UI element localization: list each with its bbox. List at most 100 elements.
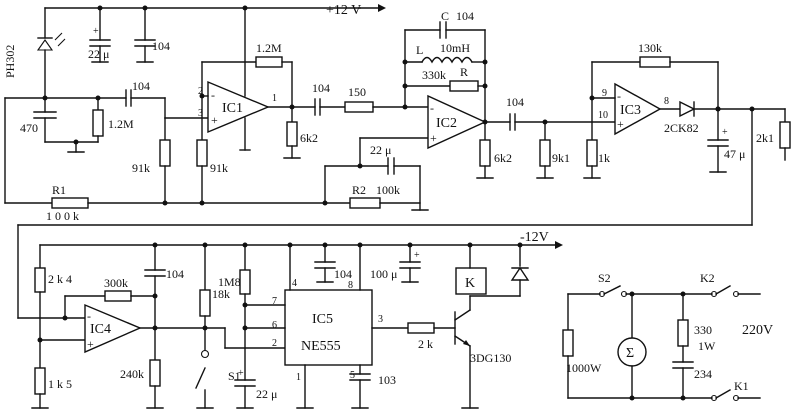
k2-label: K2 (700, 271, 715, 285)
svg-text:7: 7 (272, 296, 277, 307)
cfb-name: C (441, 9, 449, 23)
svg-text:3: 3 (198, 108, 203, 119)
svg-text:1: 1 (272, 93, 277, 104)
r2k-label: 2 k (418, 337, 433, 351)
r1-name: R1 (52, 183, 66, 197)
c104-ic2out-label: 104 (506, 95, 524, 109)
photodiode-ph302: PH302 (3, 7, 66, 99)
r330k-label: 330k (422, 68, 446, 82)
c470-label: 470 (20, 121, 38, 135)
cap-22u-top: + 22 μ (88, 7, 111, 63)
r6k2-a-label: 6k2 (300, 131, 318, 145)
r2-value: 100k (376, 183, 400, 197)
inductor-value: 10mH (440, 41, 470, 55)
svg-text:6: 6 (272, 320, 277, 331)
stage2-input: 104 150 (312, 81, 429, 116)
ne555-label: NE555 (301, 339, 341, 354)
r1w-label: 1W (698, 339, 716, 353)
svg-text:1: 1 (296, 372, 301, 383)
r18k-label: 18k (212, 287, 230, 301)
ic1-label: IC1 (222, 101, 243, 116)
ph302-label: PH302 (3, 45, 17, 78)
timer-ne555: IC5 NE555 4 8 7 6 2 3 1 5 1M8 + 22 μ (218, 244, 456, 409)
r1k5-label: 1 k 5 (48, 377, 72, 391)
ic2-feedback-network: C 104 L 10mH 330k R (402, 9, 488, 123)
feedback-bottom: R1 1 0 0 k R2 100k 22 μ (4, 137, 429, 223)
r6k2-b-label: 6k2 (494, 151, 512, 165)
c104-input-label: 104 (132, 79, 150, 93)
opamp-ic4-section: 2 k 4 1 k 5 IC4 - + 300k 104 240 (17, 224, 286, 409)
heater-label: 1000W (566, 361, 602, 375)
c234-label: 234 (694, 367, 712, 381)
relay-driver: 3DG130 K (454, 242, 530, 409)
r91k-a-label: 91k (132, 161, 150, 175)
svg-text:-: - (430, 101, 434, 115)
svg-text:+: + (414, 250, 420, 261)
s2-label: S2 (598, 271, 611, 285)
r2-name: R2 (352, 183, 366, 197)
relay-label: K (465, 276, 475, 291)
svg-text:2: 2 (272, 338, 277, 349)
svg-text:9: 9 (602, 88, 607, 99)
ic2-label: IC2 (436, 116, 457, 131)
r1m2-input-label: 1.2M (108, 117, 134, 131)
svg-text:+: + (617, 117, 624, 131)
c104-vcc-label: 104 (334, 267, 352, 281)
svg-text:10: 10 (598, 110, 608, 121)
k1-label: K1 (734, 379, 749, 393)
r9k1-label: 9k1 (552, 151, 570, 165)
positive-rail: +12 V (44, 3, 386, 18)
cap-104-top: 104 (134, 7, 170, 63)
c100u-label: 100 μ (370, 267, 397, 281)
pos12-label: +12 V (326, 3, 361, 18)
stage3-input: 104 9k1 (506, 95, 616, 179)
c22u-top-label: 22 μ (88, 47, 109, 61)
mains-label: 220V (742, 323, 773, 338)
svg-text:-: - (211, 88, 215, 102)
inductor-name: L (416, 43, 423, 57)
c47u-label: 47 μ (724, 147, 745, 161)
svg-text:+: + (722, 127, 728, 138)
mains-load: S2 K2 1000W Σ 330 1W 234 220V (562, 271, 773, 402)
svg-text:+: + (87, 337, 94, 351)
c104-ic1out-label: 104 (312, 81, 330, 95)
r-R-label: R (460, 65, 468, 79)
svg-text:4: 4 (292, 278, 297, 289)
svg-text:-: - (87, 309, 91, 323)
c103-label: 103 (378, 373, 396, 387)
r1m8-label: 1M8 (218, 275, 241, 289)
svg-text:+: + (93, 26, 99, 37)
input-network: 470 1.2M 104 (4, 79, 209, 204)
svg-text:5: 5 (350, 370, 355, 381)
r2k4-label: 2 k 4 (48, 272, 72, 286)
svg-text:+: + (211, 113, 218, 127)
r300k-label: 300k (104, 276, 128, 290)
ic3-label: IC3 (620, 103, 641, 118)
r1m2-fb-label: 1.2M (256, 41, 282, 55)
cfb-value: 104 (456, 9, 474, 23)
r330-label: 330 (694, 323, 712, 337)
opamp-ic1: IC1 - + 2 3 1 1.2M 6k2 91k 91k (132, 7, 318, 204)
svg-text:+: + (430, 131, 437, 145)
r91k-b-label: 91k (210, 161, 228, 175)
r2k1-label: 2k1 (756, 131, 774, 145)
c22u-timer-label: 22 μ (256, 387, 277, 401)
svg-text:2: 2 (198, 86, 203, 97)
r240k-label: 240k (120, 367, 144, 381)
svg-text:Σ: Σ (626, 346, 634, 361)
transistor-label: 3DG130 (470, 351, 511, 365)
diode-label: 2CK82 (664, 121, 699, 135)
svg-text:-: - (617, 89, 621, 103)
ic4-label: IC4 (90, 322, 111, 337)
r1k-label: 1k (598, 151, 610, 165)
neg12-label: -12V (520, 230, 549, 245)
negative-rail: -12V (39, 230, 563, 249)
svg-text:+: + (238, 368, 244, 379)
r1-value: 1 0 0 k (46, 209, 79, 223)
svg-text:8: 8 (348, 280, 353, 291)
opamp-ic2: IC2 - + 6k2 (427, 94, 512, 179)
c22u-ic2-label: 22 μ (370, 143, 391, 157)
r150-label: 150 (348, 85, 366, 99)
opamp-ic3: IC3 - + 9 10 8 1k 130k 2CK82 + 47 μ (17, 41, 791, 226)
